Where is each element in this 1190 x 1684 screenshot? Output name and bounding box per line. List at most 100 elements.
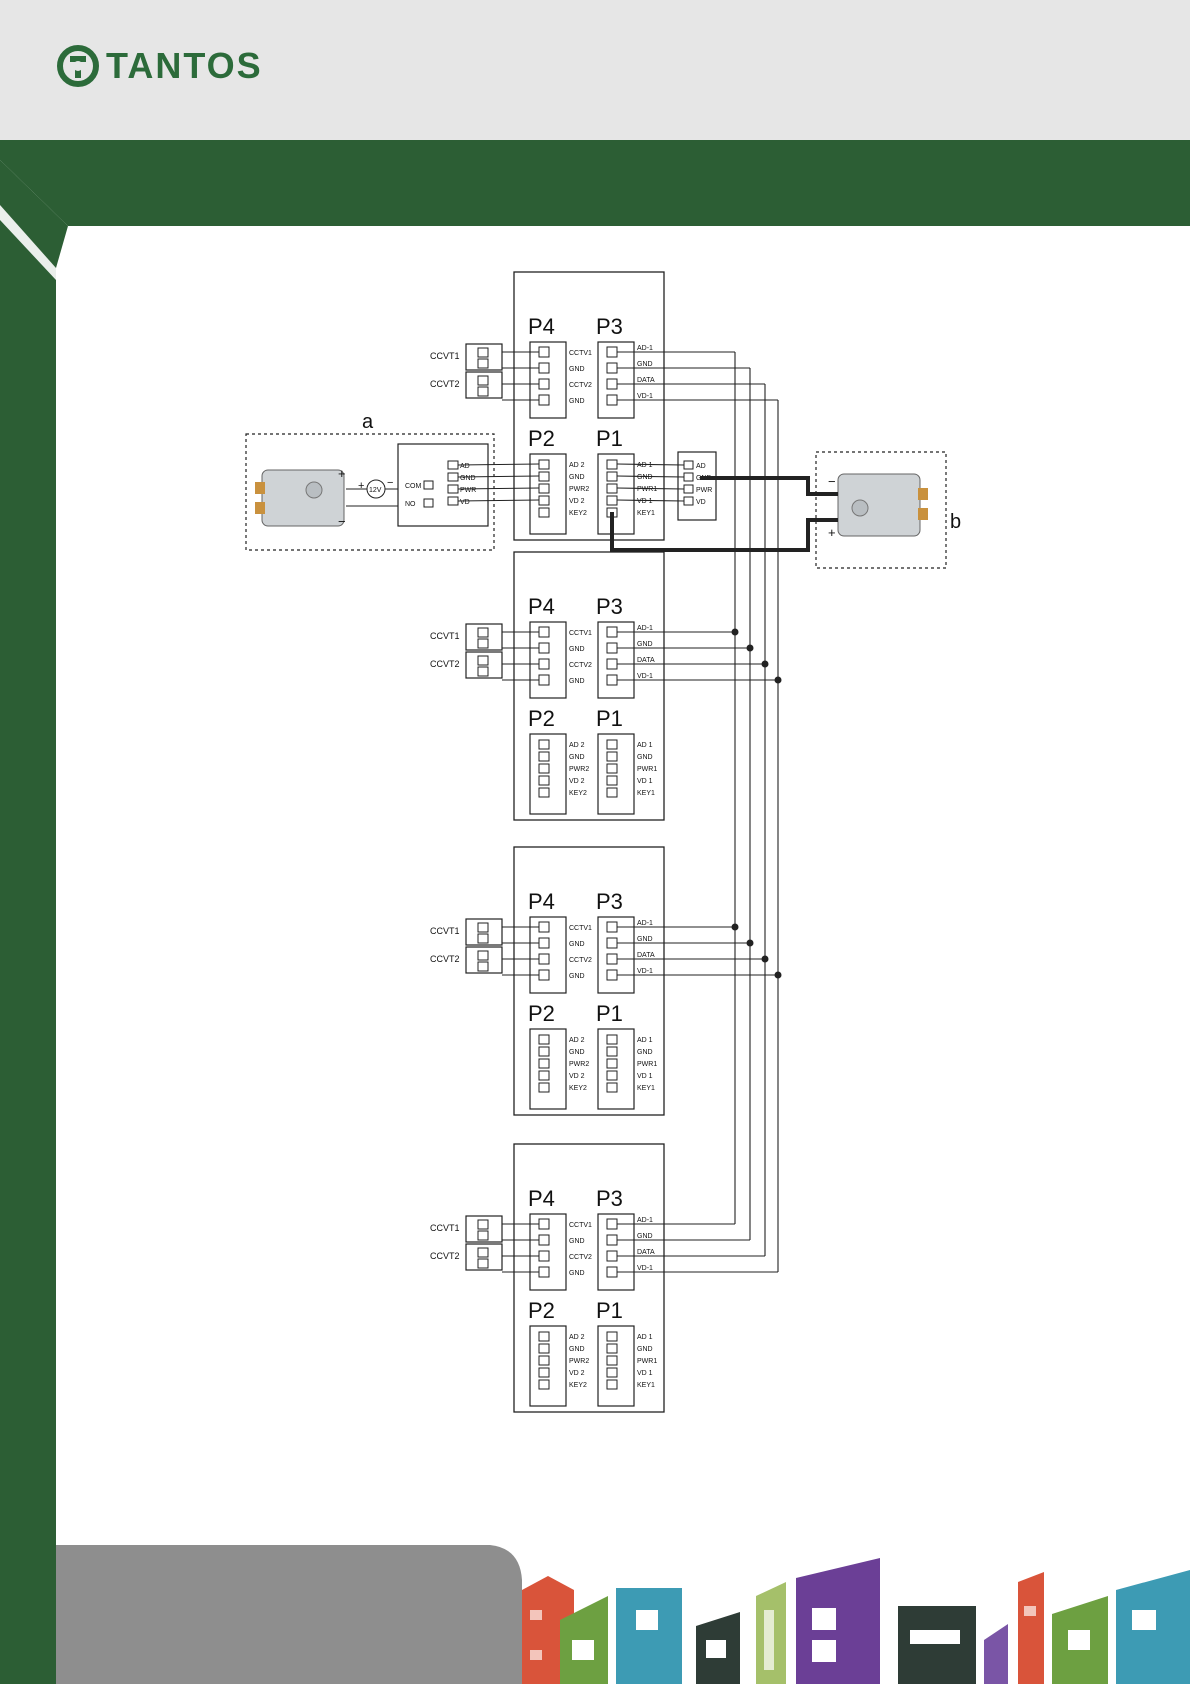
- p2-pin-label: AD 2: [569, 1037, 585, 1044]
- camera-label: CCVT2: [430, 379, 460, 389]
- power-supply-label: 12V: [369, 487, 382, 494]
- lock-b-bolt: [918, 508, 928, 520]
- p4-pin: [538, 953, 550, 965]
- p1-connector: [597, 1325, 635, 1407]
- p2-pin-label: GND: [569, 754, 585, 761]
- p4-pin-label: CCTV1: [569, 350, 592, 357]
- p2-pin-label: PWR2: [569, 1061, 589, 1068]
- p4-pin-label: CCTV1: [569, 630, 592, 637]
- relay-to-p2-wire: [457, 475, 540, 478]
- relay-b-pin-label: PWR: [696, 487, 712, 494]
- p2-pin: [538, 459, 550, 470]
- p1-pin: [606, 483, 618, 494]
- p3-pin-label: DATA: [637, 657, 655, 664]
- p4-pin-label: GND: [569, 1238, 585, 1245]
- p2-pin: [538, 1058, 550, 1069]
- p4-pin: [538, 1218, 550, 1230]
- camera-pin: [477, 922, 489, 933]
- relay-b-pin: [683, 472, 694, 482]
- p4-pin: [538, 378, 550, 390]
- p4-pin-label: CCTV1: [569, 1222, 592, 1229]
- relay-to-p2-wire: [457, 487, 540, 490]
- p3-pin: [606, 626, 618, 638]
- p4-pin-label: GND: [569, 366, 585, 373]
- p1-title: P1: [596, 706, 623, 731]
- camera-pin: [477, 358, 489, 369]
- p1-pin-label: KEY1: [637, 510, 655, 517]
- p2-pin: [538, 471, 550, 482]
- p1-pin: [606, 1367, 618, 1378]
- device-b-label: b: [950, 511, 961, 533]
- p1-to-relay-wire: [616, 499, 685, 502]
- camera-pin: [477, 627, 489, 638]
- p2-pin-label: PWR2: [569, 766, 589, 773]
- p1-connector: [597, 733, 635, 815]
- module-outline: [513, 1143, 665, 1413]
- p1-pin-label: AD 1: [637, 742, 653, 749]
- relay-pin: [447, 460, 459, 470]
- p4-title: P4: [528, 314, 555, 339]
- lock-b-wire: [610, 512, 838, 552]
- p2-pin: [538, 1367, 550, 1378]
- p2-connector: [529, 733, 567, 815]
- p4-pin: [538, 1250, 550, 1262]
- p4-pin: [538, 346, 550, 358]
- p1-pin: [606, 471, 618, 482]
- p4-pin-label: CCTV2: [569, 1254, 592, 1261]
- p4-connector: [529, 916, 567, 994]
- lock-b-body: [837, 473, 921, 537]
- p1-pin-label: AD 1: [637, 462, 653, 469]
- device-a-label: a: [362, 411, 374, 433]
- p1-pin-label: GND: [637, 1346, 653, 1353]
- p2-pin: [538, 1379, 550, 1390]
- p3-pin: [606, 937, 618, 949]
- relay-contact-pin: [423, 480, 434, 490]
- relay-b-pin: [683, 496, 694, 506]
- p1-pin-label: PWR1: [637, 766, 657, 773]
- relay-pin-label: AD: [460, 463, 470, 470]
- p4-pin: [538, 937, 550, 949]
- p1-pin-label: KEY1: [637, 1382, 655, 1389]
- camera-label: CCVT2: [430, 954, 460, 964]
- p3-pin: [606, 1250, 618, 1262]
- p3-pin: [606, 674, 618, 686]
- lock-a-bolt: [255, 502, 265, 514]
- p2-pin: [538, 1343, 550, 1354]
- p3-pin-label: AD-1: [637, 345, 653, 352]
- p4-pin-label: GND: [569, 678, 585, 685]
- p2-pin-label: AD 2: [569, 1334, 585, 1341]
- p1-pin-label: VD 1: [637, 1370, 653, 1377]
- p4-pin: [538, 969, 550, 981]
- bottom-gray-panel: [56, 1545, 522, 1684]
- p3-pin: [606, 642, 618, 654]
- brand-name: TANTOS: [106, 45, 263, 86]
- p2-pin-label: KEY2: [569, 1382, 587, 1389]
- p1-pin: [606, 1034, 618, 1045]
- lock-b-bolt: [918, 488, 928, 500]
- p4-pin-label: CCTV2: [569, 662, 592, 669]
- device-a-frame: [245, 433, 495, 551]
- p2-connector: [529, 1028, 567, 1110]
- p1-pin: [606, 1343, 618, 1354]
- p2-pin: [538, 1070, 550, 1081]
- lock-a-cylinder: [305, 481, 323, 499]
- camera-label: CCVT1: [430, 631, 460, 641]
- p4-pin: [538, 642, 550, 654]
- polarity-plus: +: [358, 480, 364, 492]
- p3-pin: [606, 969, 618, 981]
- camera-pin: [477, 375, 489, 386]
- p1-pin-label: KEY1: [637, 790, 655, 797]
- p2-pin: [538, 787, 550, 798]
- p3-pin-label: GND: [637, 936, 653, 943]
- camera-pin: [477, 1258, 489, 1269]
- p1-connector: [597, 453, 635, 535]
- brand-logo: TANTOS: [56, 44, 263, 88]
- p1-pin: [606, 787, 618, 798]
- p1-pin: [606, 1355, 618, 1366]
- p4-pin-label: GND: [569, 941, 585, 948]
- p3-connector: [597, 1213, 635, 1291]
- p4-pin-label: CCTV2: [569, 957, 592, 964]
